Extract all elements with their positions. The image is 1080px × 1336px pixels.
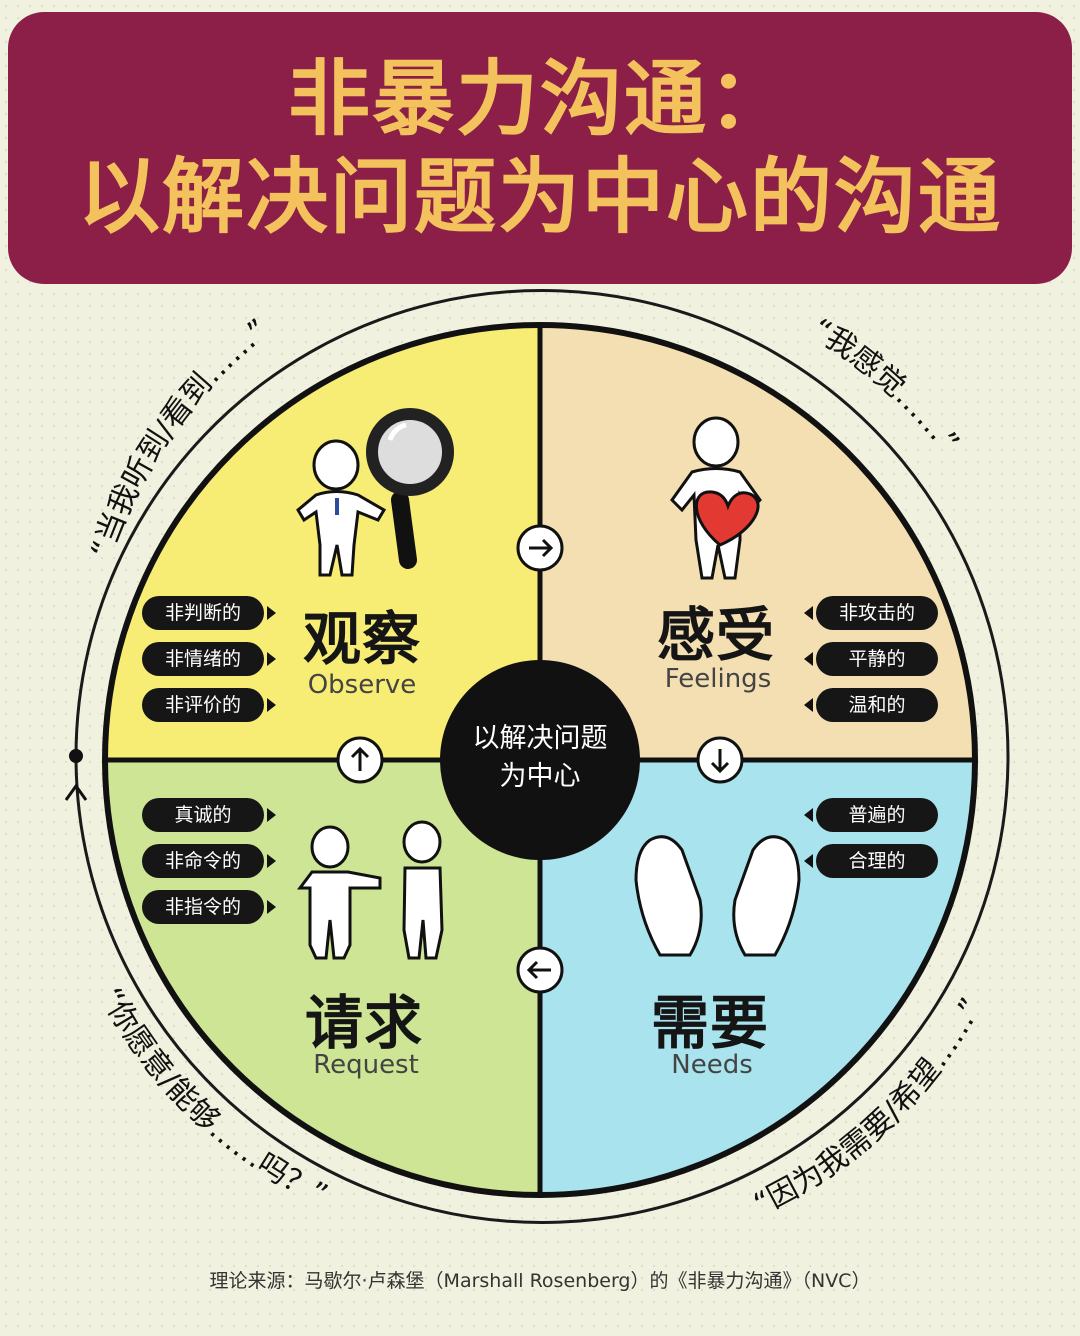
outer-ring: [74, 289, 1010, 1224]
arrow-up-icon: [336, 736, 384, 784]
magnifier-icon: [366, 408, 454, 569]
pointing-figure-icon: [297, 825, 382, 960]
observer-figure-icon: [296, 439, 387, 577]
needs-pill-1: 普遍的: [804, 798, 938, 832]
request-subtitle: Request: [313, 1050, 419, 1080]
center-hub: [440, 660, 640, 860]
listener-figure-icon: [402, 820, 444, 960]
needs-pill-2: 合理的: [804, 844, 938, 878]
ring-dot: [69, 749, 83, 763]
feelings-pill-1: 非攻击的: [804, 596, 938, 630]
center-label: 以解决问题 为中心: [440, 720, 640, 796]
request-pill-2: 非命令的: [142, 844, 276, 878]
observe-subtitle: Observe: [307, 670, 417, 700]
observe-title: 观察: [302, 605, 421, 673]
request-pill-1: 真诚的: [142, 798, 276, 832]
feelings-pill-3: 温和的: [804, 688, 938, 722]
feelings-pill-2: 平静的: [804, 642, 938, 676]
feelings-subtitle: Feelings: [664, 664, 772, 694]
request-title: 请求: [304, 989, 423, 1057]
observe-pill-3: 非评价的: [142, 688, 276, 722]
observe-pill-2: 非情绪的: [142, 642, 276, 676]
arrow-down-icon: [696, 736, 744, 784]
arrow-right-icon: [516, 524, 564, 572]
source-footer: 理论来源：马歇尔·卢森堡（Marshall Rosenberg）的《非暴力沟通》…: [209, 1270, 871, 1292]
observe-pill-1: 非判断的: [142, 596, 276, 630]
heart-icon: [695, 490, 760, 547]
needs-subtitle: Needs: [671, 1050, 753, 1080]
ring-arrowhead: [64, 783, 88, 801]
needs-title: 需要: [650, 989, 769, 1057]
title-banner: [8, 12, 1072, 284]
arrow-left-icon: [516, 946, 564, 994]
request-pill-3: 非指令的: [142, 890, 276, 924]
hands-icon: [634, 835, 801, 957]
center-line-2: 为中心: [499, 761, 581, 792]
title-line-1: 非暴力沟通：: [287, 52, 792, 147]
center-line-1: 以解决问题: [472, 723, 608, 754]
title-line-2: 以解决问题为中心的沟通: [77, 150, 1002, 245]
feelings-title: 感受: [656, 601, 775, 669]
